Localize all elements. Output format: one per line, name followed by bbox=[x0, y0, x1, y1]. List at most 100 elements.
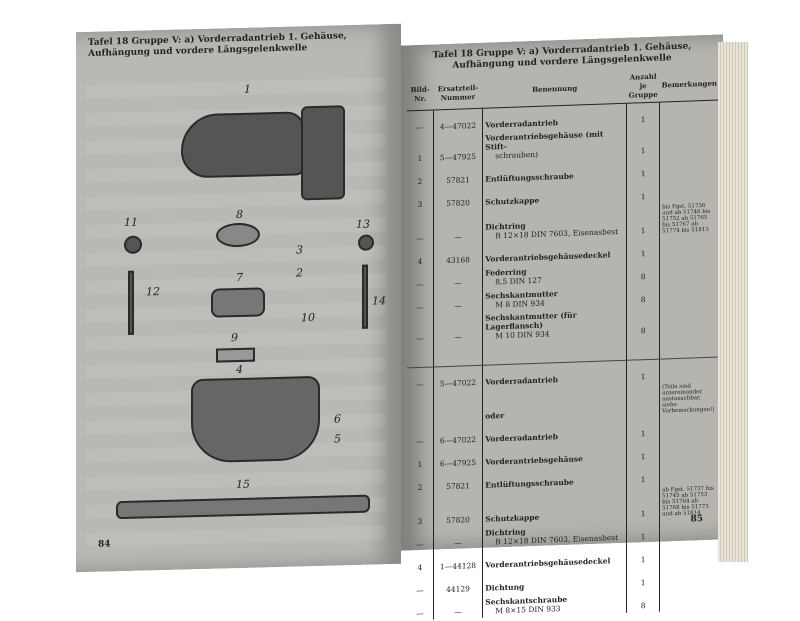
remark: ab Fgst. 51737 bis 51745 ab 51753 bis 51… bbox=[662, 485, 714, 518]
bushing-part bbox=[124, 235, 142, 254]
part-number: 57821 bbox=[433, 162, 483, 188]
quantity: 1 bbox=[626, 439, 660, 464]
quantity bbox=[626, 382, 660, 418]
part-number: — bbox=[433, 311, 483, 345]
part-label: 12 bbox=[146, 285, 160, 299]
remarks: bis Fgst. 51736 und ab 51746 bis 51752 a… bbox=[660, 201, 719, 237]
part-label: 13 bbox=[356, 217, 370, 231]
quantity: 1 bbox=[626, 485, 660, 521]
designation-name: Vorderradantrieb bbox=[485, 432, 558, 444]
designation: Sechskantmutter (für Lagerflansch)M 10 D… bbox=[482, 306, 627, 343]
bild-nr: — bbox=[407, 527, 434, 552]
part-number: 6—47925 bbox=[433, 445, 483, 471]
bild-nr: — bbox=[407, 109, 434, 135]
remarks bbox=[660, 124, 719, 157]
bild-nr: — bbox=[407, 596, 434, 621]
remarks bbox=[660, 357, 719, 383]
bolt-part bbox=[128, 270, 134, 335]
quantity: 1 bbox=[626, 565, 660, 590]
designation-name: Vorderradantrieb bbox=[485, 375, 558, 387]
part-label: 3 bbox=[296, 243, 303, 257]
right-page-number: 85 bbox=[690, 514, 703, 525]
page-edges bbox=[718, 42, 748, 562]
remarks bbox=[660, 587, 719, 612]
part-label: 9 bbox=[231, 331, 238, 345]
part-label: 15 bbox=[236, 477, 250, 492]
bild-nr: — bbox=[407, 267, 434, 292]
designation: Vorderantriebsgehäuse (mit Stift-schraub… bbox=[482, 126, 627, 163]
left-page-number: 84 bbox=[98, 539, 111, 550]
col-header: Bild-Nr. bbox=[407, 76, 434, 111]
part-number: 4—47022 bbox=[433, 108, 483, 134]
bild-nr: 3 bbox=[407, 493, 434, 529]
designation: Schutzkappe bbox=[482, 486, 627, 526]
quantity: 1 bbox=[626, 359, 660, 384]
quantity: 1 bbox=[626, 179, 660, 204]
designation-name: oder bbox=[485, 411, 505, 421]
quantity: 1 bbox=[626, 236, 660, 261]
remarks bbox=[660, 258, 719, 283]
part-number: 57820 bbox=[433, 185, 483, 211]
right-page: Tafel 18 Gruppe V: a) Vorderradantrieb 1… bbox=[401, 34, 723, 621]
remarks bbox=[660, 281, 719, 306]
remarks bbox=[660, 235, 719, 260]
quantity: 1 bbox=[626, 156, 660, 181]
quantity: 1 bbox=[626, 202, 660, 238]
bild-nr: 4 bbox=[407, 550, 434, 575]
bild-nr: 4 bbox=[407, 244, 434, 269]
part-number: 43168 bbox=[433, 242, 483, 268]
designation-name: Vorderradantrieb bbox=[485, 118, 558, 130]
part-label: 1 bbox=[244, 82, 251, 96]
mounting-flange-part bbox=[301, 105, 345, 201]
part-number: 6—47022 bbox=[433, 422, 483, 448]
bushing-part-2 bbox=[358, 234, 374, 251]
part-label: 14 bbox=[372, 294, 386, 308]
remarks bbox=[660, 415, 719, 440]
drive-shaft-part bbox=[116, 494, 370, 520]
bearing-part-2 bbox=[211, 287, 265, 318]
open-book: Tafel 18 Gruppe V: a) Vorderradantrieb 1… bbox=[68, 22, 748, 621]
bolt-part-2 bbox=[362, 264, 368, 329]
parts-table: Bild-Nr. Ersatzteil-Nummer Benennung Anz… bbox=[407, 66, 719, 621]
remarks bbox=[660, 438, 719, 463]
remarks bbox=[660, 100, 719, 126]
part-label: 2 bbox=[296, 266, 303, 280]
quantity: 1 bbox=[626, 542, 660, 567]
quantity: 1 bbox=[626, 462, 660, 487]
quantity: 8 bbox=[626, 305, 660, 338]
part-number: — bbox=[433, 594, 483, 620]
part-number: 57821 bbox=[433, 468, 483, 494]
part-label: 5 bbox=[334, 432, 341, 446]
part-number: 5—47925 bbox=[433, 131, 483, 165]
col-header: Benennung bbox=[482, 69, 627, 109]
bild-nr bbox=[407, 390, 434, 426]
bild-nr: 2 bbox=[407, 470, 434, 495]
cover-part bbox=[191, 375, 320, 464]
remarks bbox=[660, 564, 719, 589]
remarks bbox=[660, 155, 719, 180]
bild-nr: — bbox=[407, 573, 434, 598]
part-number: — bbox=[433, 265, 483, 291]
quantity: 1 bbox=[626, 416, 660, 441]
part-number: 57820 bbox=[433, 491, 483, 528]
quantity: 8 bbox=[626, 259, 660, 284]
remarks bbox=[660, 518, 719, 543]
col-header: Bemerkungen bbox=[659, 66, 719, 103]
designation-name: Schutzkappe bbox=[485, 512, 540, 524]
left-page-header: Tafel 18 Gruppe V: a) Vorderradantrieb 1… bbox=[88, 31, 347, 59]
col-header: Anzahl je Gruppe bbox=[626, 68, 660, 104]
interchange-note: (Teile sind untereinander austauschbar, … bbox=[662, 383, 715, 415]
quantity: 1 bbox=[626, 125, 660, 158]
part-label: 8 bbox=[236, 207, 243, 222]
part-number: — bbox=[433, 208, 483, 245]
bild-nr: — bbox=[407, 366, 434, 392]
quantity: 1 bbox=[626, 519, 660, 544]
part-label: 11 bbox=[124, 215, 138, 229]
part-number: — bbox=[433, 525, 483, 551]
part-number: 5—47022 bbox=[433, 365, 483, 391]
remark: bis Fgst. 51736 und ab 51746 bis 51752 a… bbox=[662, 202, 711, 235]
remarks bbox=[660, 304, 719, 337]
part-label: 6 bbox=[334, 412, 341, 426]
